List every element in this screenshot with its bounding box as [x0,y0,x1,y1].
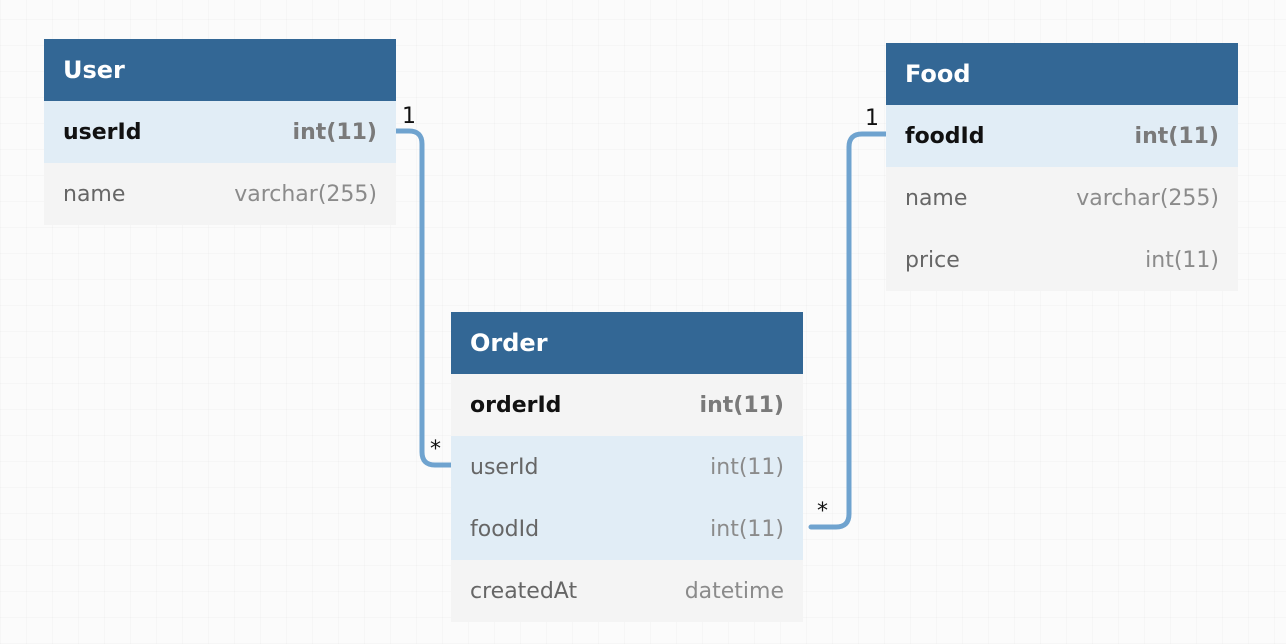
table-food-row-name[interactable]: name varchar(255) [886,167,1238,229]
table-order-row-userid[interactable]: userId int(11) [451,436,803,498]
field-name: price [905,247,960,273]
field-type: int(11) [1145,247,1219,273]
field-type: int(11) [699,392,784,418]
field-name: name [63,181,126,207]
field-type: varchar(255) [234,181,377,207]
table-user-row-userid[interactable]: userId int(11) [44,101,396,163]
field-type: int(11) [292,119,377,145]
field-name: foodId [470,516,540,542]
table-order[interactable]: Order orderId int(11) userId int(11) foo… [451,312,803,622]
table-order-header[interactable]: Order [451,312,803,374]
field-type: varchar(255) [1076,185,1219,211]
table-food-header[interactable]: Food [886,43,1238,105]
table-user[interactable]: User userId int(11) name varchar(255) [44,39,396,225]
field-name: userId [470,454,539,480]
field-type: int(11) [710,516,784,542]
field-name: name [905,185,968,211]
table-food-row-price[interactable]: price int(11) [886,229,1238,291]
field-type: datetime [684,578,784,604]
field-name: orderId [470,392,562,418]
cardinality-user-one: 1 [402,104,416,129]
field-name: foodId [905,123,985,149]
field-name: userId [63,119,142,145]
user-order-connector [393,128,455,468]
table-food-row-foodid[interactable]: foodId int(11) [886,105,1238,167]
food-order-connector [808,131,889,530]
table-order-row-orderid[interactable]: orderId int(11) [451,374,803,436]
cardinality-order-many-food: * [817,499,828,524]
cardinality-food-one: 1 [865,106,879,131]
table-food[interactable]: Food foodId int(11) name varchar(255) pr… [886,43,1238,291]
field-type: int(11) [710,454,784,480]
cardinality-order-many-user: * [430,437,441,462]
field-type: int(11) [1134,123,1219,149]
field-name: createdAt [470,578,578,604]
table-order-row-createdat[interactable]: createdAt datetime [451,560,803,622]
table-user-header[interactable]: User [44,39,396,101]
table-user-row-name[interactable]: name varchar(255) [44,163,396,225]
table-order-row-foodid[interactable]: foodId int(11) [451,498,803,560]
